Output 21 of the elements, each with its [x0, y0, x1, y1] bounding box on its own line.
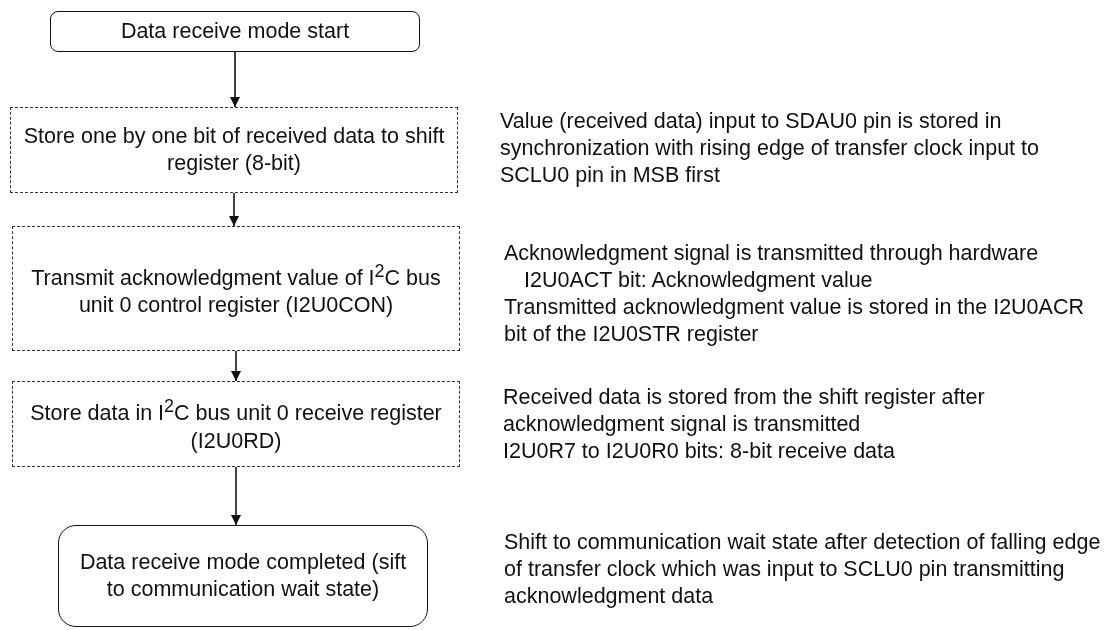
terminal-box [58, 525, 428, 627]
step-text: Store data in I$^{2}$C bus unit 0 receive register (I2U0RD) [29, 395, 443, 455]
process-box [10, 107, 458, 193]
note-text: Received data is stored from the shift register after acknowledgment signal is transmitted [503, 384, 986, 438]
process-box [12, 226, 460, 351]
note-text: Acknowledgment signal is transmitted through hardware [504, 240, 1040, 267]
arrow [231, 350, 241, 382]
arrow [229, 192, 239, 227]
note-text: Value (received data) input to SDAU0 pin is stored in synchronization with rising edge of transfer clock input to SCLU0 pin in MSB first [500, 108, 1040, 189]
note-text: I2U0R7 to I2U0R0 bits: 8-bit receive data [503, 438, 896, 465]
step-text: Store one by one bit of received data to shift register (8-bit) [22, 123, 446, 177]
process-box [12, 381, 460, 467]
terminal-box [50, 11, 420, 52]
step-text: Data receive mode start [119, 18, 351, 45]
step-text: Transmit acknowledgment value of I$^{2}$C bus unit 0 control register (I2U0CON) [30, 259, 442, 320]
arrow [230, 51, 240, 108]
note-text: Transmitted acknowledgment value is stored in the I2U0ACR bit of the I2U0STR register [504, 294, 1085, 348]
step-text: Data receive mode completed (sift to communication wait state) [78, 549, 408, 603]
note-text: Shift to communication wait state after detection of falling edge of transfer clock which was input to SCLU0 pin transmitting acknowledgment data [504, 529, 1102, 610]
note-text: I2U0ACT bit: Acknowledgment value [523, 267, 874, 294]
arrow [231, 466, 241, 526]
